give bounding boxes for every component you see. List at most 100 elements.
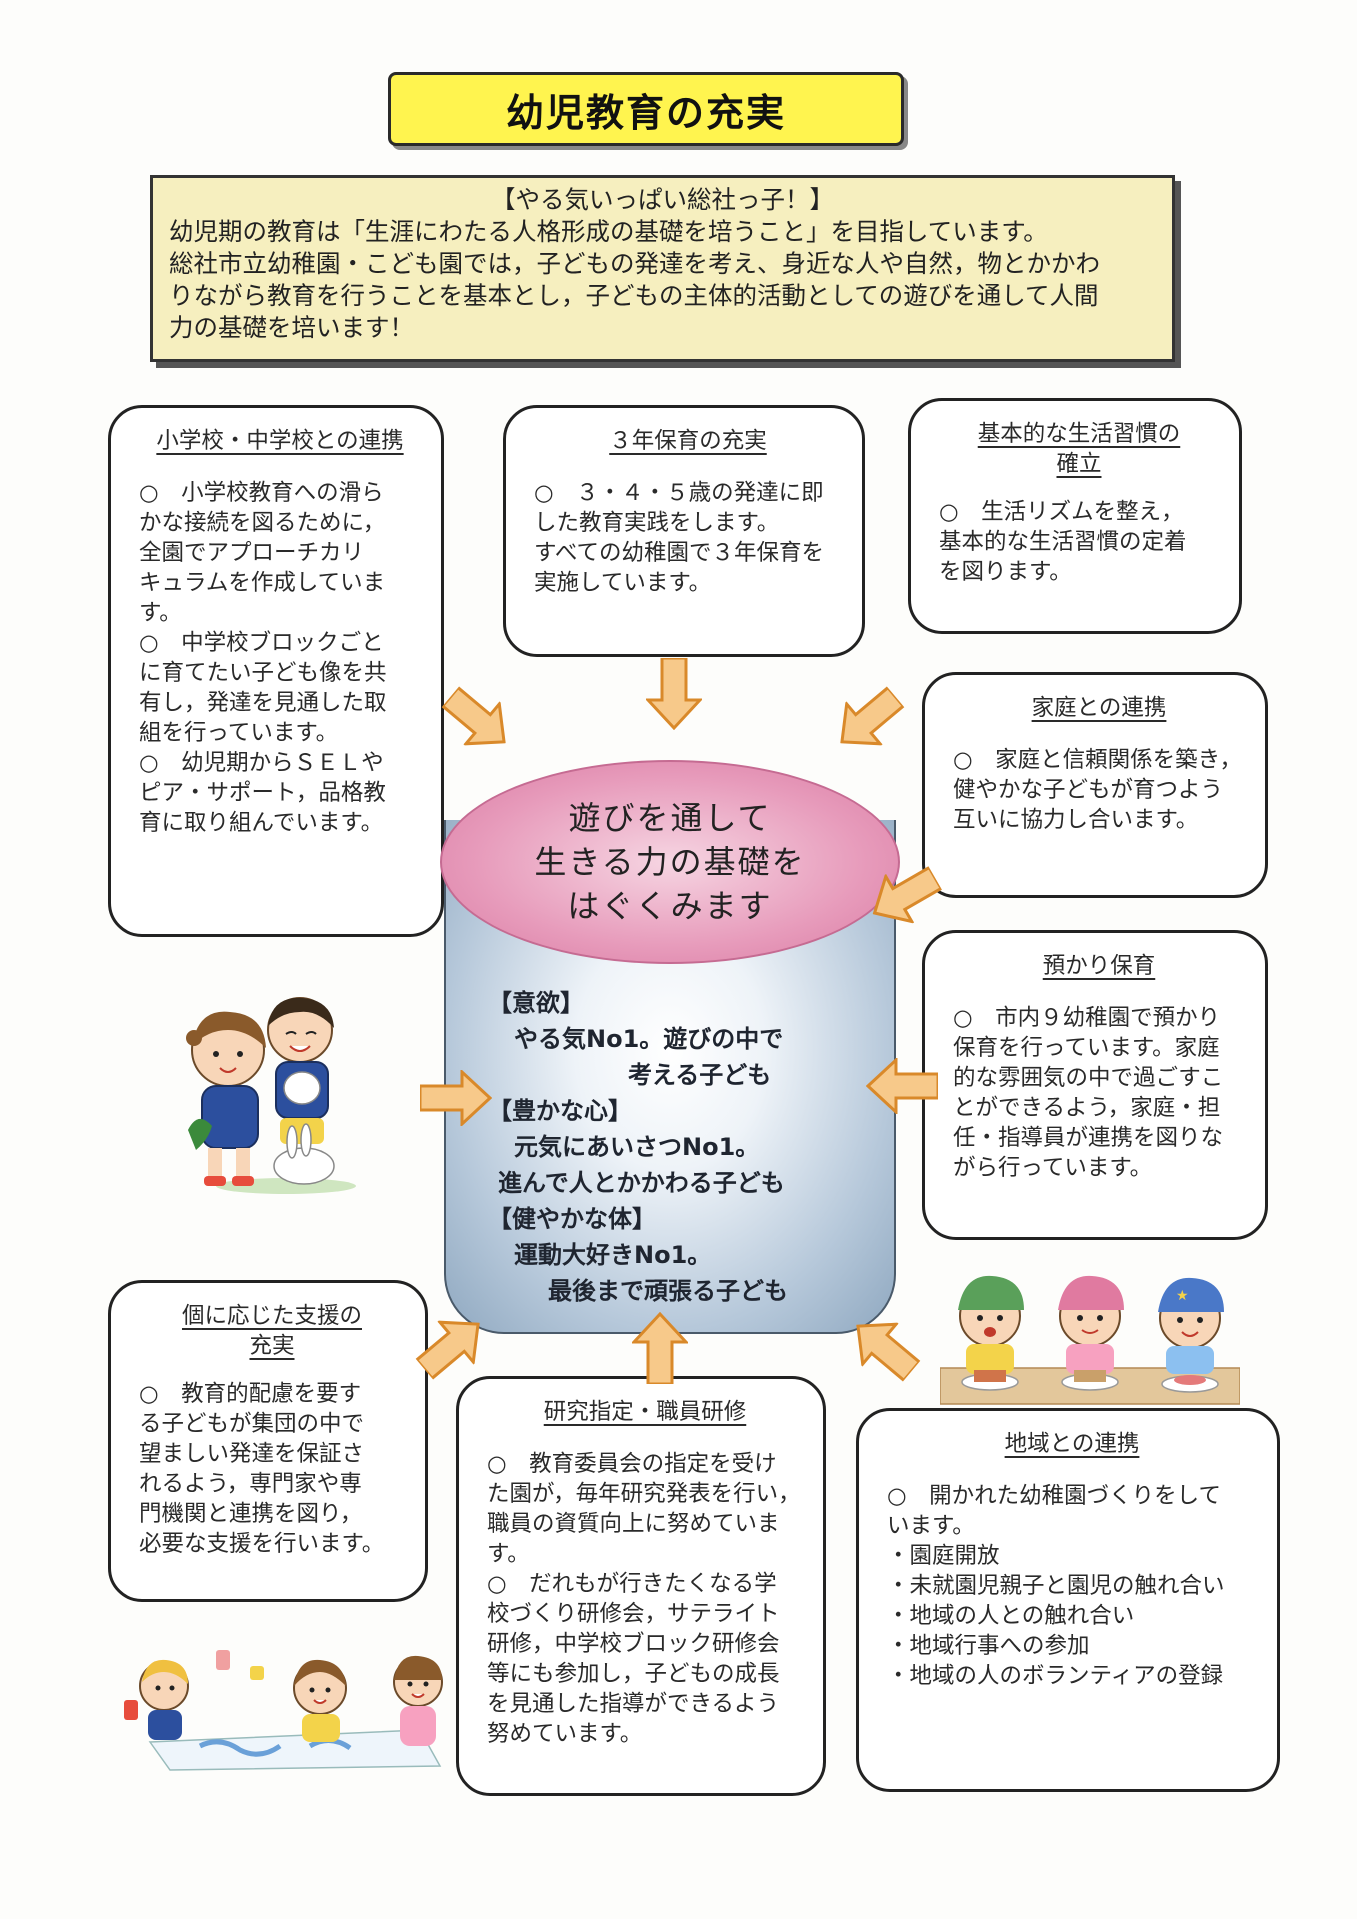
goal-heading: 【意欲】 (488, 989, 584, 1017)
card-title: 家庭との連携 (1031, 695, 1167, 721)
card-line: 門機関と連携を図り， (139, 1501, 363, 1527)
card-line: 健やかな子どもが育つよう (953, 777, 1224, 803)
bullet-item: 園庭開放 (887, 1541, 1257, 1571)
goal-line: 考える子ども (628, 1061, 772, 1089)
card-line: ○ ３・４・５歳の発達に即 (534, 480, 824, 506)
arrow-icon (432, 675, 523, 764)
card-line: キュラムを作成していま (139, 570, 386, 596)
intro-heading: 【やる気いっぱい総社っ子！】 (491, 185, 834, 214)
bullet-item: 未就園児親子と園児の触れ合い (887, 1571, 1257, 1601)
card-line: います。 (887, 1513, 975, 1539)
bullet-item: 地域の人との触れ合い (887, 1601, 1257, 1631)
card-title: 小学校・中学校との連携 (156, 428, 404, 454)
card-line: ○ 家庭と信頼関係を築き， (953, 747, 1242, 773)
card-line: 育に取り組んでいます。 (139, 810, 384, 836)
goal-line: やる気No1。遊びの中で (514, 1025, 784, 1053)
arrow-icon (646, 658, 702, 730)
card-line: 的な雰囲気の中で過ごすこ (953, 1065, 1224, 1091)
card-line: 保育を行っています。家庭 (953, 1035, 1220, 1061)
goal-heading: 【健やかな体】 (488, 1205, 656, 1233)
children-with-rabbit-illustration (168, 990, 368, 1200)
arrow-icon (632, 1312, 688, 1384)
card-basic-habits: 基本的な生活習慣の 確立 ○ 生活リズムを整え， 基本的な生活習慣の定着 を図り… (908, 398, 1242, 634)
card-line: ○ 幼児期からＳＥＬや (139, 750, 384, 776)
card-title-line: 充実 (249, 1333, 295, 1359)
card-title: 個に応じた支援の 充実 (139, 1301, 405, 1361)
card-line: かな接続を図るために， (139, 510, 386, 536)
card-line: がら行っています。 (953, 1155, 1153, 1181)
svg-text:★: ★ (1176, 1288, 1189, 1304)
card-line: 等にも参加し，子どもの成長 (487, 1661, 780, 1687)
center-message-line: はぐくみます (567, 887, 773, 925)
card-title-line: 個に応じた支援の (181, 1303, 362, 1329)
card-family-collaboration: 家庭との連携 ○ 家庭と信頼関係を築き， 健やかな子どもが育つよう 互いに協力し… (922, 672, 1268, 898)
goal-line: 進んで人とかかわる子ども (498, 1169, 785, 1197)
card-line: ○ 生活リズムを整え， (939, 499, 1184, 525)
page-title: 幼児教育の充実 (388, 72, 904, 146)
card-line: す。 (139, 600, 182, 626)
card-line: 必要な支援を行います。 (139, 1531, 385, 1557)
card-line: ○ 教育委員会の指定を受け (487, 1451, 777, 1477)
card-line: ○ だれもが行きたくなる学 (487, 1571, 777, 1597)
card-individual-support: 個に応じた支援の 充実 ○ 教育的配慮を要す る子どもが集団の中で 望ましい発達… (108, 1280, 428, 1602)
card-line: れるよう，専門家や専 (139, 1471, 362, 1497)
card-line: す。 (487, 1541, 530, 1567)
card-line: 実施しています。 (534, 570, 712, 596)
card-line: ○ 市内９幼稚園で預かり (953, 1005, 1221, 1031)
children-painting-illustration (120, 1646, 456, 1772)
goal-line: 最後まで頑張る子ども (548, 1277, 788, 1305)
center-message-line: 生きる力の基礎を (534, 843, 806, 881)
center-goals: 【意欲】 やる気No1。遊びの中で 考える子ども 【豊かな心】 元気にあいさつN… (488, 985, 888, 1309)
card-title-line: 基本的な生活習慣の (977, 421, 1181, 447)
arrow-icon (420, 1070, 492, 1126)
card-title: 預かり保育 (1042, 953, 1156, 979)
card-title: 研究指定・職員研修 (543, 1399, 747, 1425)
arrow-icon (838, 1303, 929, 1392)
card-title: ３年保育の充実 (609, 428, 767, 454)
intro-box: 【やる気いっぱい総社っ子！】 幼児期の教育は「生涯にわたる人格形成の基礎を培うこ… (150, 175, 1175, 362)
card-line: ○ 教育的配慮を要す (139, 1381, 362, 1407)
arrow-icon (406, 1301, 497, 1390)
card-extended-childcare: 預かり保育 ○ 市内９幼稚園で預かり 保育を行っています。家庭 的な雰囲気の中で… (922, 930, 1268, 1240)
intro-line: 総社市立幼稚園・こども園では，子どもの発達を考え、身近な人や自然，物とかかわ (169, 249, 1100, 278)
card-line: る子どもが集団の中で (139, 1411, 365, 1437)
card-line: ○ 小学校教育への滑ら (139, 480, 384, 506)
card-line: 互いに協力し合います。 (953, 807, 1199, 833)
card-line: 組を行っています。 (139, 720, 339, 746)
card-line: ○ 中学校ブロックごと (139, 630, 384, 656)
card-line: 全園でアプローチカリ (139, 540, 365, 566)
card-community-collaboration: 地域との連携 ○ 開かれた幼稚園づくりをして います。 園庭開放 未就園児親子と… (856, 1408, 1280, 1792)
card-line: た園が，毎年研究発表を行い， (487, 1481, 801, 1507)
card-research-training: 研究指定・職員研修 ○ 教育委員会の指定を受け た園が，毎年研究発表を行い， 職… (456, 1376, 826, 1796)
card-line: を図ります。 (939, 559, 1072, 585)
card-line: 校づくり研修会，サテライト (487, 1601, 780, 1627)
card-title: 基本的な生活習慣の 確立 (939, 419, 1219, 479)
bullet-item: 地域行事への参加 (887, 1631, 1257, 1661)
card-title-line: 確立 (1056, 451, 1102, 477)
intro-line: 幼児期の教育は「生涯にわたる人格形成の基礎を培うこと」を目指しています。 (169, 217, 1048, 246)
card-line: 基本的な生活習慣の定着 (939, 529, 1187, 555)
arrow-icon (866, 1058, 938, 1114)
card-line: 努めています。 (487, 1721, 643, 1747)
card-line: とができるよう，家庭・担 (953, 1095, 1221, 1121)
intro-line: りながら教育を行うことを基本とし，子どもの主体的活動としての遊びを通して人間 (169, 281, 1099, 310)
card-line: 研修，中学校ブロック研修会 (487, 1631, 780, 1657)
card-line: すべての幼稚園で３年保育を (534, 540, 825, 566)
card-line: 任・指導員が連携を図りな (953, 1125, 1224, 1151)
goal-line: 元気にあいさつNo1。 (514, 1133, 760, 1161)
card-line: 有し，発達を見通した取 (139, 690, 387, 716)
card-school-collaboration: 小学校・中学校との連携 ○ 小学校教育への滑ら かな接続を図るために， 全園でア… (108, 405, 444, 937)
card-line: ピア・サポート，品格教 (139, 780, 386, 806)
card-line: ○ 開かれた幼稚園づくりをして (887, 1483, 1221, 1509)
card-line: した教育実践をします。 (534, 510, 780, 536)
center-message-line: 遊びを通して (568, 799, 772, 837)
goal-heading: 【豊かな心】 (488, 1097, 632, 1125)
center-cylinder-top: 遊びを通して 生きる力の基礎を はぐくみます (440, 760, 900, 964)
card-line: 職員の資質向上に努めていま (487, 1511, 780, 1537)
card-title: 地域との連携 (1004, 1431, 1140, 1457)
goal-line: 運動大好きNo1。 (514, 1241, 712, 1269)
arrow-icon (859, 854, 949, 938)
bullet-item: 地域の人のボランティアの登録 (887, 1661, 1257, 1691)
intro-line: 力の基礎を培います！ (169, 313, 414, 342)
card-line: を見通した指導ができるよう (487, 1691, 780, 1717)
